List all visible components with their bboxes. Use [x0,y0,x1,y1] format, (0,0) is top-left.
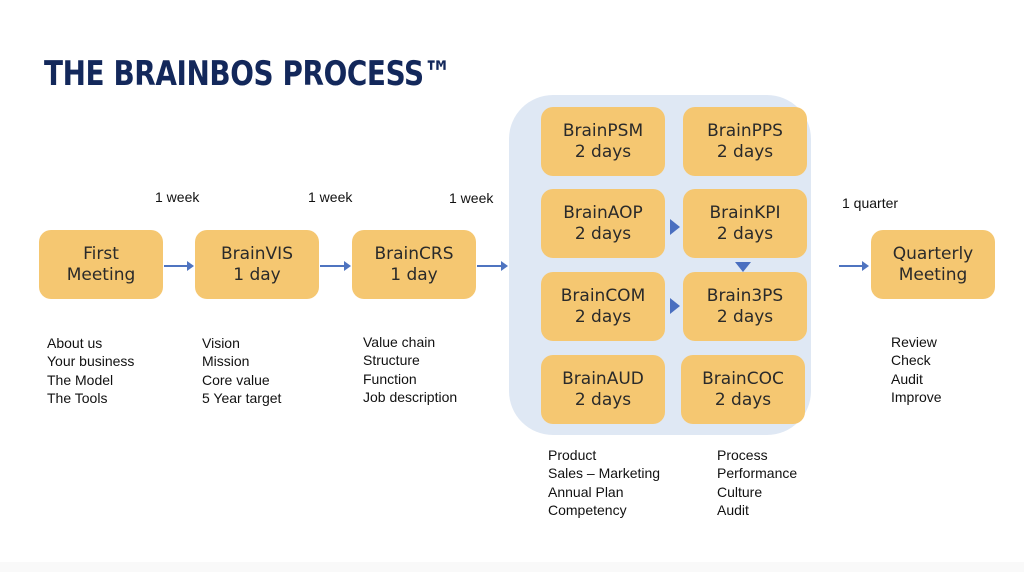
module-duration: 2 days [716,223,774,244]
topic-item: The Model [47,371,114,388]
step-label: BrainCRS [374,243,454,264]
step-braincrs[interactable]: BrainCRS 1 day [352,230,476,299]
module-duration: 2 days [574,389,632,410]
step-label: Quarterly [892,243,974,264]
topic-item: Improve [891,388,942,405]
module-name: BrainAUD [562,368,644,389]
module-name: BrainPSM [562,120,644,141]
module-brain3ps[interactable]: Brain3PS 2 days [683,272,807,341]
step-brainvis[interactable]: BrainVIS 1 day [195,230,319,299]
arrow-right-icon [164,261,194,271]
step-label: BrainVIS [220,243,293,264]
step-duration: 1 day [233,264,281,285]
topic-item: Vision [202,335,240,351]
module-brainkpi[interactable]: BrainKPI 2 days [683,189,807,258]
topics-quarterly-meeting: Review Check Audit Improve [891,333,942,406]
interval-label: 1 quarter [842,195,899,211]
step-duration: 1 day [390,264,438,285]
module-duration: 2 days [716,306,774,327]
module-duration: 2 days [716,141,774,162]
topic-item: Audit [717,501,749,518]
topic-item: Your business [47,353,135,370]
topics-first-meeting: About us Your business The Model The Too… [47,334,134,407]
topic-item: Check [891,352,931,369]
topic-item: Product [548,447,597,463]
interval-label: 1 week [449,190,494,206]
module-braincom[interactable]: BrainCOM 2 days [541,272,665,341]
topic-item: Job description [363,388,458,405]
module-brainpsm[interactable]: BrainPSM 2 days [541,107,665,176]
topics-braincrs: Value chain Structure Function Job descr… [363,333,457,406]
page-title: THE BRAINBOS PROCESS™ [44,54,452,94]
topic-item: Performance [717,465,798,482]
module-name: BrainCOM [560,285,646,306]
step-label: Meeting [66,264,136,285]
triangle-down-icon [735,262,751,272]
module-brainaop[interactable]: BrainAOP 2 days [541,189,665,258]
triangle-right-icon [670,298,680,314]
step-quarterly-meeting[interactable]: Quarterly Meeting [871,230,995,299]
topic-item: Annual Plan [548,483,624,500]
topic-item: Process [717,447,768,463]
topic-item: Audit [891,370,923,387]
module-duration: 2 days [574,223,632,244]
topic-item: Culture [717,483,763,500]
topics-brainvis: Vision Mission Core value 5 Year target [202,334,281,407]
step-label: Meeting [898,264,968,285]
step-label: First [83,243,119,264]
topic-item: Mission [202,353,250,370]
step-first-meeting[interactable]: First Meeting [39,230,163,299]
topic-item: Review [891,334,937,350]
topics-modules-right: Process Performance Culture Audit [717,446,797,519]
triangle-right-icon [670,219,680,235]
topic-item: The Tools [47,389,108,406]
module-name: Brain3PS [706,285,784,306]
module-duration: 2 days [714,389,772,410]
footer-band [0,562,1024,572]
topic-item: About us [47,335,103,351]
module-name: BrainPPS [707,120,783,141]
topic-item: Value chain [363,334,436,350]
arrow-right-icon [839,261,869,271]
arrow-right-icon [477,261,508,271]
module-name: BrainKPI [709,202,781,223]
module-braincoc[interactable]: BrainCOC 2 days [681,355,805,424]
topic-item: 5 Year target [202,389,282,406]
interval-label: 1 week [155,189,200,205]
module-duration: 2 days [574,141,632,162]
module-brainpps[interactable]: BrainPPS 2 days [683,107,807,176]
topics-modules-left: Product Sales – Marketing Annual Plan Co… [548,446,660,519]
module-duration: 2 days [574,306,632,327]
module-name: BrainCOC [702,368,784,389]
topic-item: Structure [363,352,420,369]
module-name: BrainAOP [563,202,643,223]
arrow-right-icon [320,261,351,271]
module-brainaud[interactable]: BrainAUD 2 days [541,355,665,424]
interval-label: 1 week [308,189,353,205]
topic-item: Competency [548,501,627,518]
topic-item: Function [363,370,417,387]
topic-item: Sales – Marketing [548,465,661,482]
topic-item: Core value [202,371,270,388]
